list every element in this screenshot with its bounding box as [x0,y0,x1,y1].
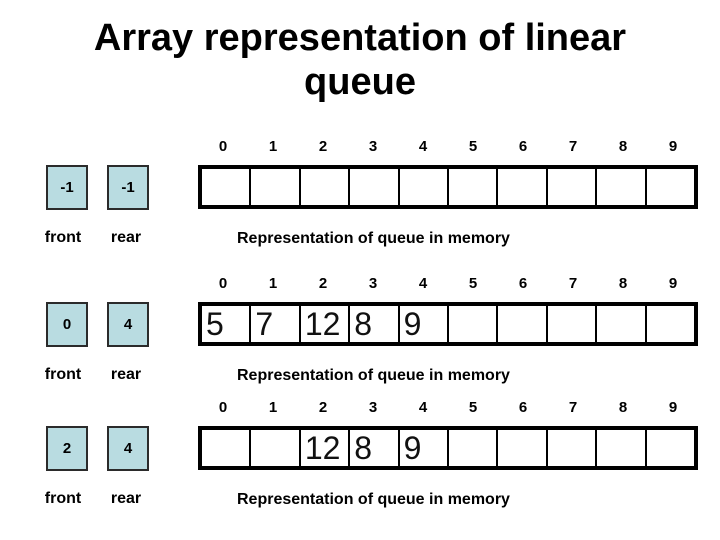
index-label: 2 [318,138,328,155]
rear-label: rear [110,366,142,383]
array-cell [449,169,499,205]
index-label: 3 [368,138,378,155]
array-cell [647,306,694,342]
index-label: 9 [668,399,678,416]
array-cell [597,306,647,342]
index-label: 0 [218,138,228,155]
index-label: 0 [218,399,228,416]
queue-array: 12 8 9 [198,426,698,470]
index-label: 9 [668,275,678,292]
array-cell: 12 [301,306,351,342]
index-label: 1 [268,275,278,292]
array-cell [449,430,499,466]
array-cell: 8 [350,306,400,342]
index-label: 7 [568,399,578,416]
array-cell [449,306,499,342]
array-cell [498,430,548,466]
index-label: 1 [268,138,278,155]
array-cell [647,430,694,466]
index-label: 4 [418,275,428,292]
array-cell [498,306,548,342]
index-label: 4 [418,138,428,155]
array-cell [202,430,252,466]
array-cell: 9 [400,430,450,466]
array-cell [498,169,548,205]
array-cell [202,169,252,205]
index-row: 0 1 2 3 4 5 6 7 8 9 [198,138,698,155]
index-label: 3 [368,399,378,416]
array-cell: 5 [202,306,252,342]
index-label: 2 [318,275,328,292]
memory-caption: Representation of queue in memory [237,230,510,247]
array-cell [548,169,598,205]
index-label: 4 [418,399,428,416]
index-label: 6 [518,399,528,416]
index-label: 9 [668,138,678,155]
index-label: 5 [468,138,478,155]
index-label: 5 [468,275,478,292]
index-label: 6 [518,138,528,155]
array-cell [548,306,598,342]
rear-label: rear [110,229,142,246]
memory-caption: Representation of queue in memory [237,491,510,508]
queue-array: 5 7 12 8 9 [198,302,698,346]
array-cell [597,169,647,205]
array-cell: 12 [301,430,351,466]
index-label: 5 [468,399,478,416]
slide-title: Array representation of linear queue [93,17,627,103]
front-value-box: 0 [46,302,88,347]
rear-value-box: 4 [107,426,149,471]
front-value-box: -1 [46,165,88,210]
front-value-box: 2 [46,426,88,471]
queue-state-filled: 0 4 front rear 0 1 2 3 4 5 6 7 8 9 5 7 1… [0,275,720,405]
front-label: front [44,490,82,507]
index-row: 0 1 2 3 4 5 6 7 8 9 [198,399,698,416]
array-cell [647,169,694,205]
front-label: front [44,366,82,383]
memory-caption: Representation of queue in memory [237,367,510,384]
index-label: 7 [568,275,578,292]
index-label: 8 [618,399,628,416]
array-cell [400,169,450,205]
array-cell: 9 [400,306,450,342]
queue-state-dequeued: 2 4 front rear 0 1 2 3 4 5 6 7 8 9 12 8 … [0,399,720,529]
index-label: 0 [218,275,228,292]
array-cell [251,169,301,205]
index-label: 3 [368,275,378,292]
array-cell [301,169,351,205]
rear-label: rear [110,490,142,507]
array-cell [350,169,400,205]
rear-value-box: 4 [107,302,149,347]
index-label: 8 [618,138,628,155]
queue-array [198,165,698,209]
array-cell [597,430,647,466]
array-cell [548,430,598,466]
index-label: 1 [268,399,278,416]
array-cell: 8 [350,430,400,466]
front-label: front [44,229,82,246]
index-label: 2 [318,399,328,416]
array-cell [251,430,301,466]
index-label: 7 [568,138,578,155]
index-row: 0 1 2 3 4 5 6 7 8 9 [198,275,698,292]
index-label: 6 [518,275,528,292]
index-label: 8 [618,275,628,292]
array-cell: 7 [251,306,301,342]
queue-state-empty: -1 -1 front rear 0 1 2 3 4 5 6 7 8 9 [0,138,720,268]
rear-value-box: -1 [107,165,149,210]
